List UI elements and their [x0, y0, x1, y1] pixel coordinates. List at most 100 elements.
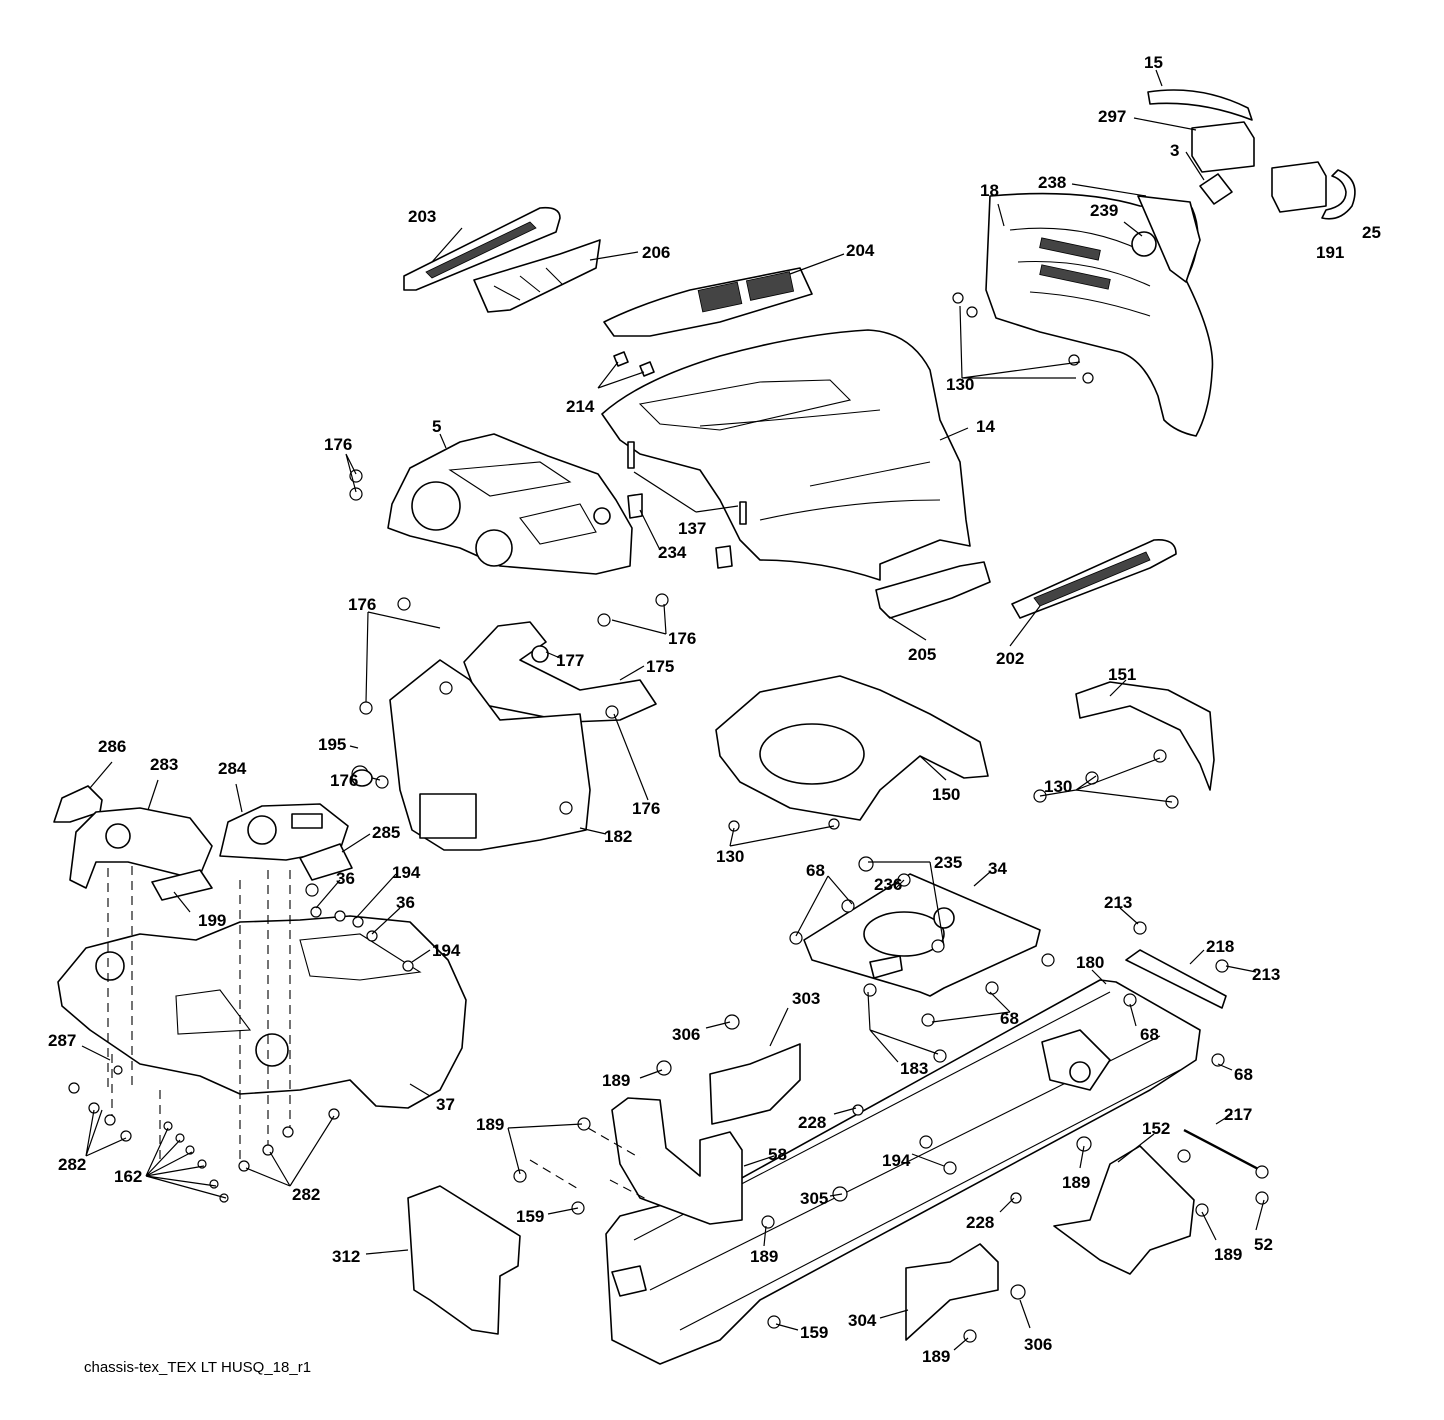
callout-228: 228 — [798, 1113, 826, 1132]
callout-239: 239 — [1090, 201, 1118, 220]
callout-130: 130 — [946, 375, 974, 394]
callout-15: 15 — [1144, 53, 1163, 72]
callout-152: 152 — [1142, 1119, 1170, 1138]
callout-191: 191 — [1316, 243, 1344, 262]
callout-282: 282 — [292, 1185, 320, 1204]
callout-182: 182 — [604, 827, 632, 846]
part-199-plate — [151, 869, 213, 901]
callout-183: 183 — [900, 1059, 928, 1078]
callout-234: 234 — [658, 543, 687, 562]
callout-204: 204 — [846, 241, 875, 260]
callout-305: 305 — [800, 1189, 828, 1208]
callout-130: 130 — [716, 847, 744, 866]
callout-189: 189 — [922, 1347, 950, 1366]
part-14-hood — [601, 329, 971, 581]
callout-176: 176 — [330, 771, 358, 790]
callout-285: 285 — [372, 823, 400, 842]
callout-194: 194 — [882, 1151, 911, 1170]
part-312-plate — [407, 1185, 521, 1335]
part-217-rod — [1183, 1128, 1265, 1174]
callout-235: 235 — [934, 853, 962, 872]
callout-194: 194 — [392, 863, 421, 882]
callout-306: 306 — [672, 1025, 700, 1044]
callout-159: 159 — [516, 1207, 544, 1226]
callout-213: 213 — [1104, 893, 1132, 912]
callout-25: 25 — [1362, 223, 1381, 242]
leader-lines — [81, 69, 1265, 1351]
callout-162: 162 — [114, 1167, 142, 1186]
callout-68: 68 — [1140, 1025, 1159, 1044]
callout-203: 203 — [408, 207, 436, 226]
callout-205: 205 — [908, 645, 936, 664]
callout-306: 306 — [1024, 1335, 1052, 1354]
fasteners — [68, 292, 1269, 1343]
callout-36: 36 — [396, 893, 415, 912]
callout-34: 34 — [988, 859, 1007, 878]
part-283-fender — [69, 807, 213, 889]
part-151-bracket — [1075, 681, 1215, 791]
callout-5: 5 — [432, 417, 441, 436]
callout-282: 282 — [58, 1155, 86, 1174]
part-5-dash-panel — [387, 433, 633, 575]
callout-218: 218 — [1206, 937, 1234, 956]
callout-175: 175 — [646, 657, 674, 676]
part-58-bracket — [611, 1097, 743, 1225]
callout-189: 189 — [602, 1071, 630, 1090]
callout-68: 68 — [1000, 1009, 1019, 1028]
callout-312: 312 — [332, 1247, 360, 1266]
callout-176: 176 — [348, 595, 376, 614]
callout-202: 202 — [996, 649, 1024, 668]
callout-189: 189 — [1214, 1245, 1242, 1264]
callout-176: 176 — [324, 435, 352, 454]
callout-130: 130 — [1044, 777, 1072, 796]
callout-137: 137 — [678, 519, 706, 538]
part-drawings — [53, 89, 1356, 1365]
callout-177: 177 — [556, 651, 584, 670]
part-297-foam-block — [1191, 121, 1255, 173]
callout-68: 68 — [806, 861, 825, 880]
callout-195: 195 — [318, 735, 346, 754]
callout-189: 189 — [1062, 1173, 1090, 1192]
part-206-air-duct — [473, 239, 601, 313]
callout-303: 303 — [792, 989, 820, 1008]
callout-18: 18 — [980, 181, 999, 200]
part-37-footboard — [57, 915, 467, 1109]
callout-213: 213 — [1252, 965, 1280, 984]
part-205-lower-panel — [875, 561, 991, 619]
part-152-shield — [1053, 1145, 1195, 1275]
callout-297: 297 — [1098, 107, 1126, 126]
callout-199: 199 — [198, 911, 226, 930]
part-3-emblem — [1199, 173, 1233, 205]
callout-151: 151 — [1108, 665, 1136, 684]
callout-304: 304 — [848, 1311, 877, 1330]
callout-214: 214 — [566, 397, 595, 416]
callout-58: 58 — [768, 1145, 787, 1164]
callout-150: 150 — [932, 785, 960, 804]
callout-37: 37 — [436, 1095, 455, 1114]
callout-189: 189 — [750, 1247, 778, 1266]
callout-180: 180 — [1076, 953, 1104, 972]
diagram-caption: chassis-tex_TEX LT HUSQ_18_r1 — [84, 1359, 311, 1376]
callout-189: 189 — [476, 1115, 504, 1134]
callout-228: 228 — [966, 1213, 994, 1232]
callout-159: 159 — [800, 1323, 828, 1342]
callout-236: 236 — [874, 875, 902, 894]
part-218-bracket — [1125, 949, 1227, 1009]
part-18-front-grille — [985, 192, 1214, 437]
callout-194: 194 — [432, 941, 461, 960]
callout-284: 284 — [218, 759, 247, 778]
callout-176: 176 — [668, 629, 696, 648]
callout-283: 283 — [150, 755, 178, 774]
callout-217: 217 — [1224, 1105, 1252, 1124]
callout-68: 68 — [1234, 1065, 1253, 1084]
callout-286: 286 — [98, 737, 126, 756]
part-175-bracket — [463, 621, 657, 723]
part-285-tray — [299, 843, 353, 881]
part-304-plate — [905, 1243, 999, 1341]
part-286-cover — [53, 785, 103, 823]
callout-176: 176 — [632, 799, 660, 818]
callout-36: 36 — [336, 869, 355, 888]
callout-14: 14 — [976, 417, 995, 436]
